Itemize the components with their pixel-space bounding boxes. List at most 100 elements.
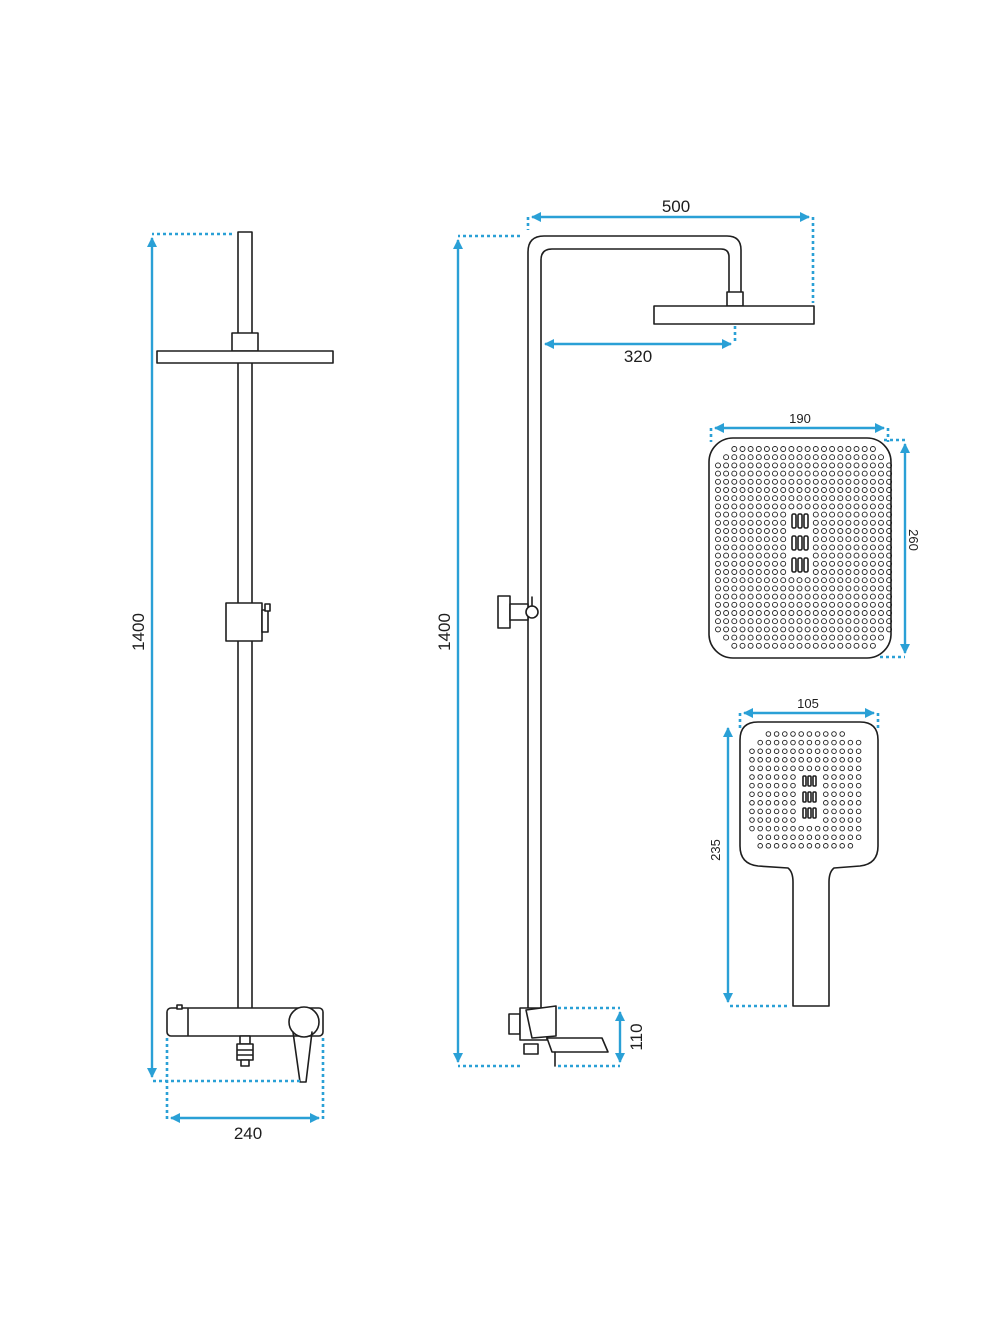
nozzle-dot [878, 585, 884, 592]
nozzle-dot [782, 791, 788, 797]
nozzle-dot [869, 519, 876, 526]
front-height-label: 1400 [129, 613, 148, 651]
nozzle-dot [831, 739, 837, 746]
nozzle-dot [821, 462, 827, 469]
nozzle-dot [765, 808, 772, 815]
nozzle-dot [853, 593, 860, 600]
nozzle-dot [839, 782, 845, 789]
nozzle-dot [878, 618, 884, 625]
nozzle-dot [723, 626, 730, 633]
nozzle-dot [739, 577, 746, 584]
nozzle-dot [861, 495, 868, 502]
nozzle-dot [806, 834, 813, 840]
nozzle-dot [723, 495, 730, 502]
nozzle-dot [755, 487, 762, 493]
nozzle-dot [755, 593, 762, 600]
nozzle-dot [814, 757, 821, 763]
nozzle-dot [812, 544, 819, 551]
nozzle-dot [747, 560, 754, 567]
nozzle-dot [821, 577, 827, 584]
nozzle-dot [821, 519, 827, 526]
nozzle-dot [821, 536, 827, 543]
nozzle-dot [788, 487, 795, 493]
nozzle-dot [772, 642, 778, 649]
nozzle-dot [823, 748, 829, 754]
nozzle-dot [869, 454, 876, 461]
nozzle-dot [747, 626, 754, 633]
nozzle-dot [853, 478, 860, 485]
nozzle-dot [861, 470, 868, 477]
side-arm-reach-dimension: 500 [526, 197, 815, 303]
nozzle-dot [886, 577, 893, 584]
side-mixer [508, 1005, 609, 1067]
nozzle-dot [869, 446, 876, 452]
nozzle-dot [755, 560, 762, 567]
nozzle-dot [731, 560, 738, 567]
nozzle-dot [829, 610, 836, 616]
nozzle-dot [731, 495, 738, 502]
nozzle-dot [845, 585, 852, 592]
nozzle-dot [765, 739, 772, 746]
nozzle-dot [821, 593, 827, 600]
nozzle-dot [886, 495, 893, 502]
nozzle-dot [847, 808, 854, 815]
nozzle-dot [715, 577, 721, 584]
hand-shower-width-dimension: 105 [738, 696, 880, 730]
nozzle-dot [855, 782, 862, 789]
nozzle-dot [780, 519, 787, 526]
nozzle-dot [772, 536, 778, 543]
nozzle-dot [749, 808, 755, 815]
nozzle-dot [821, 454, 827, 461]
nozzle-dot [869, 495, 876, 502]
nozzle-dot [755, 552, 762, 559]
nozzle-dot [821, 560, 827, 567]
nozzle-dot [847, 782, 854, 789]
side-view: 1400 500 320 110 [435, 197, 815, 1068]
nozzle-dot [723, 552, 730, 559]
nozzle-dot [773, 757, 780, 763]
nozzle-dot [796, 593, 803, 600]
nozzle-dot [780, 503, 787, 510]
nozzle-dot [765, 834, 772, 840]
nozzle-dot [853, 601, 860, 608]
nozzle-dot [804, 495, 811, 502]
front-thermostatic-mixer [166, 1004, 324, 1083]
nozzle-dot [837, 495, 844, 502]
nozzle-dot [855, 817, 862, 823]
nozzle-dot [853, 618, 860, 625]
nozzle-dot [731, 536, 738, 543]
nozzle-dot [780, 569, 787, 575]
nozzle-dot [731, 610, 738, 616]
nozzle-dot [780, 560, 787, 567]
nozzle-dot [790, 765, 796, 772]
nozzle-dot [869, 544, 876, 551]
nozzle-dot [739, 528, 746, 534]
nozzle-dot [796, 503, 803, 510]
nozzle-dot [837, 503, 844, 510]
nozzle-dot [788, 601, 795, 608]
nozzle-dot [837, 446, 844, 452]
nozzle-dot [839, 774, 845, 780]
nozzle-dot [731, 577, 738, 584]
nozzle-dot [755, 519, 762, 526]
nozzle-dot [845, 487, 852, 493]
nozzle-dot [812, 601, 819, 608]
nozzle-dot [788, 642, 795, 649]
nozzle-dot [763, 487, 770, 493]
nozzle-dot [747, 528, 754, 534]
nozzle-dot [749, 791, 755, 797]
front-width-dimension: 240 [165, 1038, 325, 1143]
nozzle-dot [763, 626, 770, 633]
nozzle-dot [845, 446, 852, 452]
nozzle-dot [839, 843, 845, 849]
hand-shower-length-dimension: 235 [708, 726, 787, 1008]
nozzle-dot [839, 825, 845, 832]
nozzle-dot [837, 478, 844, 485]
nozzle-dot [853, 626, 860, 633]
nozzle-dot [782, 800, 788, 806]
nozzle-dot [755, 536, 762, 543]
nozzle-dot [790, 774, 796, 780]
nozzle-dot [853, 569, 860, 575]
nozzle-dot [814, 739, 821, 746]
nozzle-dot [886, 618, 893, 625]
